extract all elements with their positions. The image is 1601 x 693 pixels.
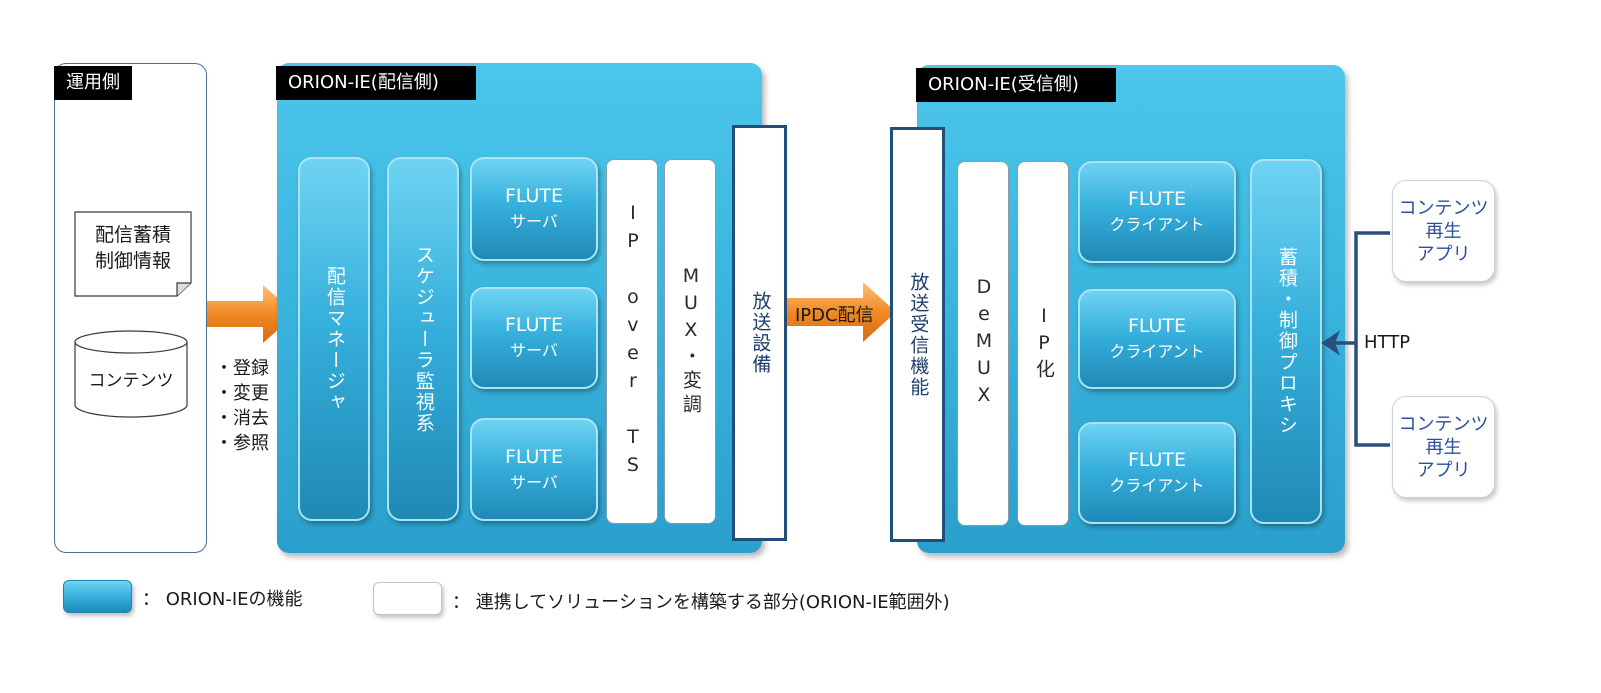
ip-over-ts-box: IP over TS (606, 159, 658, 524)
flute-client-subtitle: クライアント (1109, 342, 1205, 361)
operation-item: ・消去 (215, 408, 269, 429)
document-icon (74, 211, 192, 297)
http-connector-icon (1321, 231, 1390, 447)
ip-conversion-label: IP化 (1032, 304, 1055, 383)
mux-label: MUX・変調 (679, 265, 702, 418)
content-player-app-label: コンテンツ 再生 アプリ (1398, 197, 1489, 265)
legend-blue-swatch (63, 580, 132, 613)
content-player-app: コンテンツ 再生 アプリ (1392, 180, 1495, 282)
flute-server-subtitle: サーバ (510, 472, 558, 492)
content-cylinder-icon (74, 330, 188, 418)
flute-server-title: FLUTE (504, 185, 564, 207)
operator-panel (54, 63, 207, 553)
flute-server-title: FLUTE (504, 445, 564, 468)
broadcast-receiver-label: 放送受信機能 (907, 271, 930, 398)
ip-over-ts-label: IP over TS (621, 201, 644, 482)
mux-box: MUX・変調 (664, 159, 716, 524)
flute-server-box: FLUTE サーバ (470, 157, 598, 261)
flute-client-box: FLUTE クライアント (1078, 289, 1236, 389)
scheduler-box: スケジューラ監視系 (387, 157, 459, 521)
ip-conversion-box: IP化 (1017, 161, 1069, 526)
flute-client-subtitle: クライアント (1109, 476, 1205, 495)
operation-item: ・変更 (215, 383, 269, 404)
flute-client-title: FLUTE (1127, 449, 1187, 471)
flute-server-box: FLUTE サーバ (470, 287, 598, 389)
document-label: 配信蓄積 制御情報 (94, 224, 171, 272)
flute-client-box: FLUTE クライアント (1078, 422, 1236, 524)
ipdc-arrow-icon (787, 282, 896, 342)
flute-server-title: FLUTE (504, 314, 564, 336)
operation-item: ・登録 (215, 358, 269, 379)
broadcast-equipment-label: 放送設備 (749, 291, 772, 375)
http-label: HTTP (1364, 332, 1411, 353)
distribution-manager-label: 配信マネージャ (323, 265, 346, 413)
distribution-manager-box: 配信マネージャ (298, 157, 370, 521)
proxy-box: 蓄積・制御プロキシ (1250, 159, 1322, 524)
flute-client-box: FLUTE クライアント (1078, 161, 1236, 263)
scheduler-label: スケジューラ監視系 (412, 244, 435, 434)
receiver-title: ORION-IE(受信側) (916, 68, 1116, 102)
broadcast-equipment-box: 放送設備 (732, 125, 787, 541)
flute-client-title: FLUTE (1127, 188, 1187, 210)
operator-title: 運用側 (54, 66, 132, 100)
sender-title: ORION-IE(配信側) (276, 66, 476, 100)
ipdc-label: IPDC配信 (795, 305, 874, 326)
operation-item: ・参照 (215, 433, 269, 454)
content-player-app-label: コンテンツ 再生 アプリ (1398, 413, 1489, 481)
content-label: コンテンツ (88, 371, 174, 391)
orange-arrow-icon (207, 285, 296, 343)
legend-white-swatch (373, 582, 442, 615)
legend-external-label: ： 連携してソリューションを構築する部分(ORION-IE範囲外) (452, 592, 950, 613)
flute-client-title: FLUTE (1127, 315, 1187, 337)
demux-box: DeMUX (957, 161, 1009, 526)
flute-server-subtitle: サーバ (510, 341, 558, 360)
flute-server-subtitle: サーバ (510, 212, 558, 231)
legend-orion-label: ： ORION-IEの機能 (142, 589, 303, 610)
flute-client-subtitle: クライアント (1109, 215, 1205, 234)
flute-server-box: FLUTE サーバ (470, 418, 598, 521)
demux-label: DeMUX (972, 276, 995, 411)
broadcast-receiver-box: 放送受信機能 (890, 127, 945, 542)
proxy-label: 蓄積・制御プロキシ (1275, 247, 1298, 436)
operations-list: ・登録 ・変更 ・消去 ・参照 (215, 356, 285, 456)
content-player-app: コンテンツ 再生 アプリ (1392, 396, 1495, 498)
